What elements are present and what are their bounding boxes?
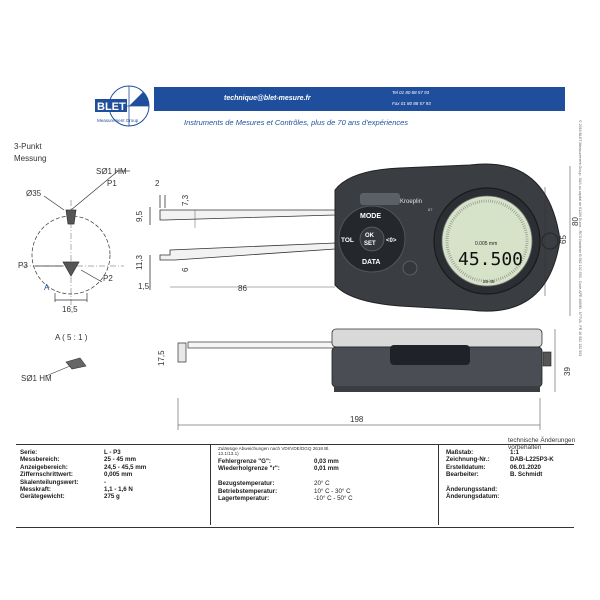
btn-set: SET	[364, 241, 376, 247]
power-button	[402, 260, 418, 276]
title-block	[16, 444, 574, 528]
blet-logo: BLET Measurement Group	[95, 85, 150, 127]
gauge-body: Kroeplin 67 MODE TOL OK SET <0> DATA 0.0…	[334, 163, 561, 312]
drawing-title-2: Messung	[14, 154, 46, 163]
logo-sub: Measurement Group	[97, 118, 139, 123]
label-a: A	[44, 283, 50, 292]
dim-2: 2	[155, 179, 160, 188]
brand-label: Kroeplin	[400, 199, 422, 205]
header-fax: Fax 01 80 88 57 93	[392, 101, 431, 106]
header-tel: Tel 01 80 88 57 93	[392, 90, 430, 95]
tolerance-note: Zulässige Abweichungen nach VDI/VDE/DGQ …	[218, 446, 330, 457]
drawing-info-values: 1:1 DAB-L225P3-K 06.01.2020 B. Schmidt	[510, 449, 554, 479]
logo-name: BLET	[97, 101, 126, 113]
btn-zero: <0>	[386, 238, 397, 244]
dim-17-5: 17,5	[157, 350, 166, 366]
label-detail-a: A ( 5 : 1 )	[55, 333, 88, 342]
label-s01hm-top: SØ1 HM	[96, 167, 127, 176]
label-s01hm-detail: SØ1 HM	[21, 374, 52, 383]
tolerance-labels: Fehlergrenze "G": Wiederholgrenze "r": B…	[218, 458, 280, 503]
dim-11-3: 11,3	[135, 254, 144, 270]
label-d35: Ø35	[26, 189, 42, 198]
header-banner	[154, 87, 565, 111]
btn-mode: MODE	[360, 213, 381, 220]
label-p1: P1	[107, 179, 117, 188]
dim-65: 65	[559, 235, 568, 244]
header-email[interactable]: technique@blet-mesure.fr	[224, 95, 311, 102]
ip-label: 67	[428, 207, 433, 212]
label-w16-5: 16,5	[62, 305, 78, 314]
display-value: 45.500	[458, 249, 523, 270]
measuring-arms	[149, 195, 336, 290]
technical-drawing: 3-Punkt Messung SØ1 HM P1 Ø35 P3 P2 A 16…	[14, 142, 580, 430]
tolerance-values: 0,03 mm 0,01 mm 20° C 10° C - 30° C -10°…	[314, 458, 353, 503]
dim-7-3: 7,3	[181, 194, 190, 206]
drawing-title-1: 3-Punkt	[14, 142, 42, 151]
display-resolution: 0.005 mm	[475, 241, 497, 247]
spec-values: L - P3 25 - 45 mm 24,5 - 45,5 mm 0,005 m…	[104, 449, 147, 501]
btn-tol: TOL	[341, 237, 354, 244]
dim-80: 80	[571, 217, 580, 226]
label-p3: P3	[18, 261, 28, 270]
gauge-side-view	[177, 328, 552, 392]
dim-39: 39	[563, 367, 572, 376]
revision-note: technische Änderungen vorbehalten	[508, 437, 576, 451]
dim-1-5: 1,5	[138, 282, 150, 291]
btn-data: DATA	[362, 259, 380, 266]
dim-6: 6	[181, 267, 190, 272]
detail-tip	[65, 357, 87, 370]
dim-9-5: 9,5	[135, 210, 144, 222]
dim-198: 198	[350, 415, 364, 424]
label-p2: P2	[103, 274, 113, 283]
btn-ok: OK	[365, 233, 375, 239]
display-range: 25-45	[483, 279, 495, 284]
header-tagline: Instruments de Mesures et Contrôles, plu…	[184, 118, 409, 127]
crown-knob	[541, 232, 559, 250]
drawing-info-labels: Maßstab: Zeichnung-Nr.: Erstelldatum: Be…	[446, 449, 500, 501]
dim-86: 86	[238, 284, 247, 293]
three-point-view	[22, 170, 130, 310]
spec-labels: Serie: Messbereich: Anzeigebereich: Ziff…	[20, 449, 79, 501]
